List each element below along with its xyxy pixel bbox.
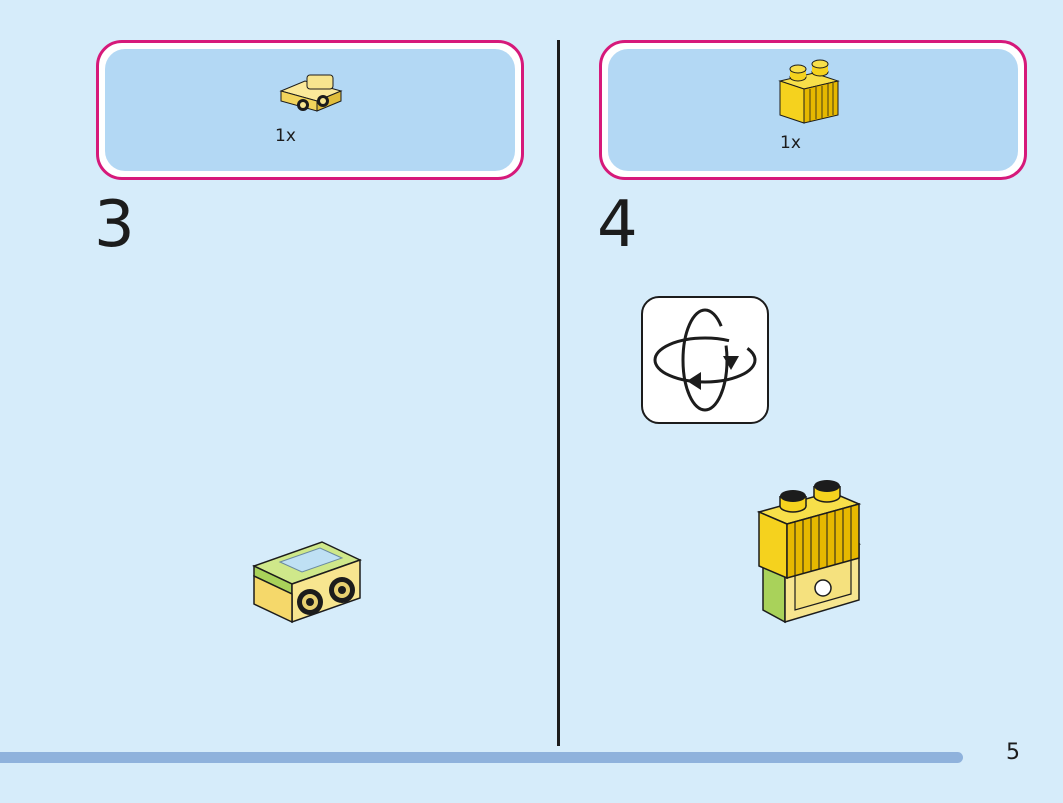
page-footer-bar [0, 752, 963, 763]
parts-callout-step-3: 1x [96, 40, 524, 180]
yellow-grille-brick-icon [778, 59, 840, 124]
step-4-assembly-illustration [756, 480, 862, 624]
step-divider [557, 40, 560, 746]
rotate-model-icon [641, 296, 769, 424]
step-3-assembly-illustration [252, 541, 362, 624]
part-quantity: 1x [275, 126, 296, 146]
step-number: 3 [94, 188, 135, 262]
parts-callout-step-4: 1x [599, 40, 1027, 180]
yellow-bracket-plate-icon [279, 74, 343, 112]
part-quantity: 1x [780, 133, 801, 153]
rotate-arrows-icon [653, 308, 757, 412]
step-number: 4 [597, 188, 638, 262]
page-number: 5 [1006, 740, 1020, 765]
